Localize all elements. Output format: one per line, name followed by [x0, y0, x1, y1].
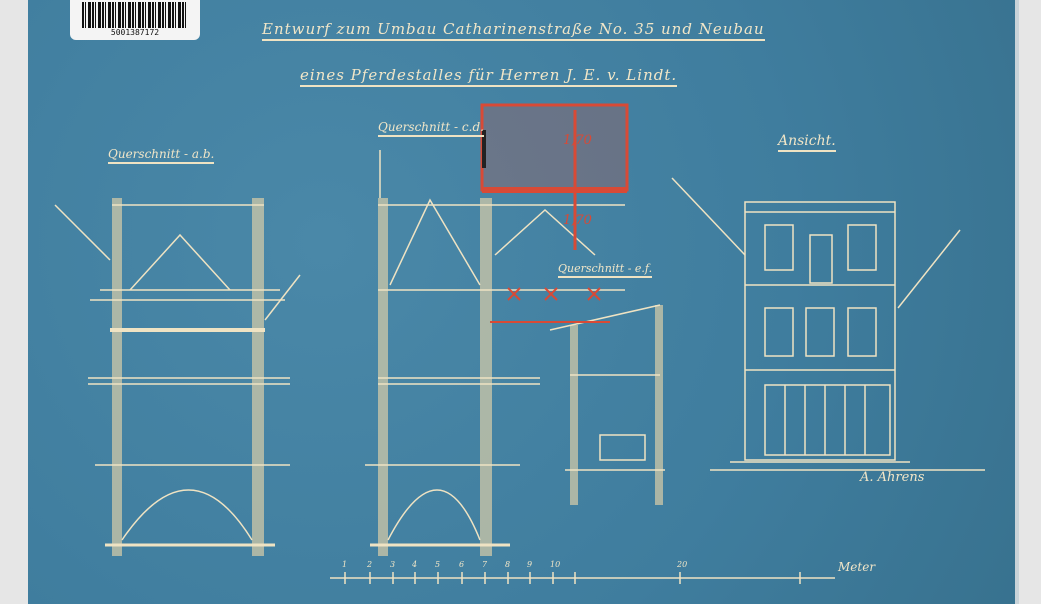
section-ef-drawing — [549, 304, 665, 505]
red-annotation-mid: 1,70 — [563, 213, 592, 228]
section-label-ab: Querschnitt - a.b. — [108, 147, 215, 164]
scale-tick-label: 5 — [435, 560, 441, 569]
section-label-ef: Querschnitt - e.f. — [558, 262, 653, 278]
section-ab-drawing — [54, 198, 301, 556]
scale-tick-label: 8 — [505, 560, 511, 569]
scale-tick-label: 6 — [459, 560, 465, 569]
scale-tick-label: 1 — [342, 560, 348, 569]
section-label-cd: Querschnitt - c.d. — [378, 120, 484, 137]
scale-tick-label: 7 — [482, 560, 488, 569]
elevation-drawing — [671, 177, 985, 471]
scale-tick-label: 4 — [412, 560, 418, 569]
red-annotation-top: 1,70 — [563, 133, 592, 148]
section-cd-drawing — [365, 150, 625, 556]
barcode-label: 5001387172 — [70, 0, 200, 40]
scale-tick-label: 2 — [367, 560, 373, 569]
title-line-1: Entwurf zum Umbau Catharinenstraße No. 3… — [262, 20, 765, 41]
barcode-number: 5001387172 — [110, 28, 160, 37]
title-line-2: eines Pferdestalles für Herren J. E. v. … — [300, 66, 678, 87]
scale-label: Meter — [838, 560, 876, 574]
scale-tick-label: 9 — [527, 560, 533, 569]
blueprint-scan — [28, 0, 1015, 604]
scale-tick-label: 3 — [390, 560, 396, 569]
scale-tick-label: 10 — [550, 560, 561, 569]
scale-tick-label: 20 — [677, 560, 688, 569]
section-label-view: Ansicht. — [778, 133, 836, 152]
barcode-bars — [82, 2, 188, 28]
scale-bar — [330, 572, 835, 584]
page-edge — [1015, 0, 1019, 604]
signature: A. Ahrens — [860, 470, 925, 485]
